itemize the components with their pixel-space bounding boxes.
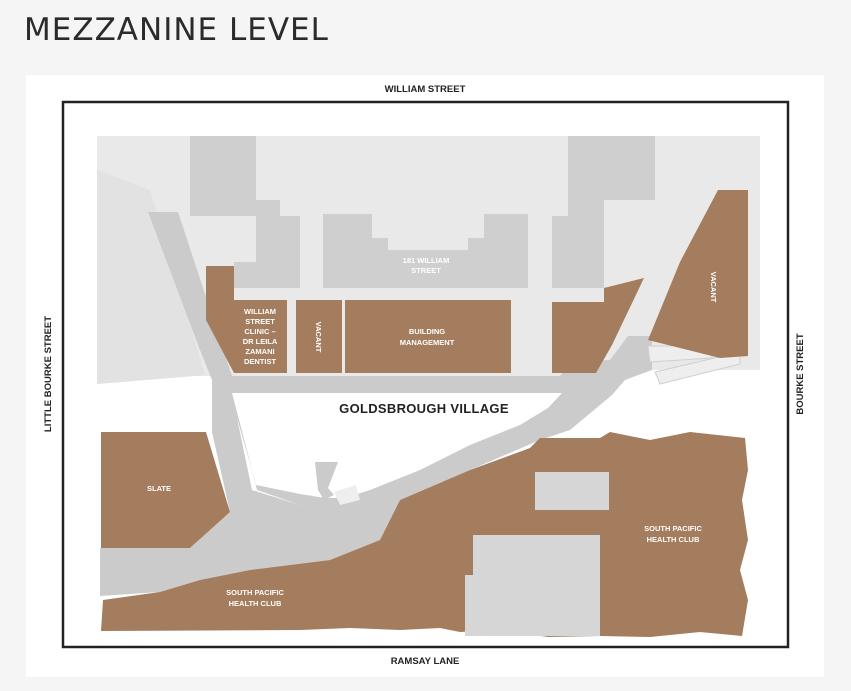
health-club-right-label-line1: SOUTH PACIFIC: [644, 524, 702, 533]
street-label-top: WILLIAM STREET: [385, 84, 466, 95]
grey-strip-left: [97, 170, 205, 384]
building-label-line1: 181 WILLIAM: [403, 256, 450, 265]
building-181-william: [323, 214, 528, 288]
plaza-steps: [334, 485, 360, 505]
tenancy-slate: [101, 432, 230, 548]
vacant-small-label: VACANT: [314, 322, 323, 353]
street-label-right: BOURKE STREET: [795, 333, 806, 414]
clinic-label-line2: STREET: [245, 317, 275, 326]
health-club-right-label-line2: HEALTH CLUB: [647, 535, 700, 544]
floor-plan-map: WILLIAM STREET RAMSAY LANE LITTLE BOURKE…: [26, 75, 824, 677]
slate-label: SLATE: [147, 484, 171, 493]
street-label-bottom: RAMSAY LANE: [391, 656, 460, 667]
goldsbrough-village-plaza: [232, 393, 562, 498]
clinic-label-line6: DENTIST: [244, 357, 277, 366]
ramp-lower: [654, 351, 741, 385]
plaza-label: GOLDSBROUGH VILLAGE: [339, 401, 509, 416]
tenancy-building-management: [345, 300, 511, 373]
tenancy-clinic: [206, 266, 287, 373]
clinic-label-line4: DR LEILA: [243, 337, 278, 346]
walkway-south: [100, 380, 400, 596]
building-management-label-line1: BUILDING: [409, 327, 445, 336]
tenancy-vacant-right: [648, 190, 748, 358]
health-club-left-label-line1: SOUTH PACIFIC: [226, 588, 284, 597]
building-management-label-line2: MANAGEMENT: [400, 338, 455, 347]
health-club-left-label-line2: HEALTH CLUB: [229, 599, 282, 608]
tenancy-vacant-small: [296, 300, 342, 373]
health-club-void-large: [465, 535, 600, 636]
clinic-label-line5: ZAMANI: [245, 347, 274, 356]
page-title: MEZZANINE LEVEL: [24, 12, 329, 48]
tenancy-right-block: [552, 278, 644, 373]
clinic-label-line1: WILLIAM: [244, 307, 276, 316]
plaza-funnel: [315, 462, 338, 500]
street-label-left: LITTLE BOURKE STREET: [43, 316, 54, 432]
grey-block-left: [190, 136, 300, 288]
health-club-void-small: [535, 472, 609, 510]
grey-block-right: [552, 136, 655, 288]
clinic-label-line3: CLINIC –: [244, 327, 275, 336]
vacant-right-label: VACANT: [709, 272, 718, 303]
site-boundary: [61, 100, 790, 649]
building-label-line2: STREET: [411, 266, 441, 275]
